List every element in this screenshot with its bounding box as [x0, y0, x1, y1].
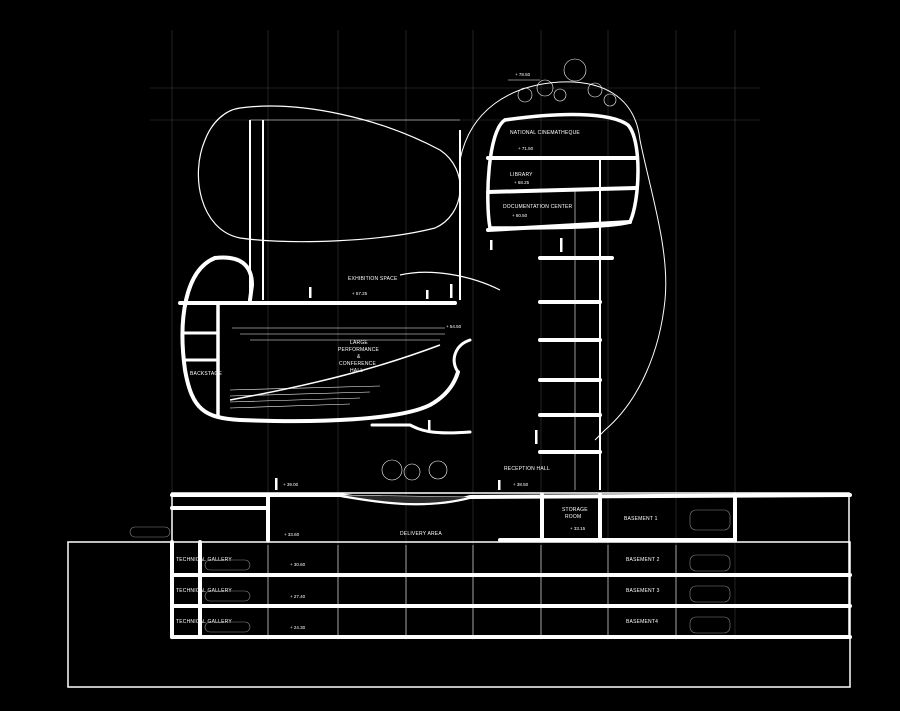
label-storage-1: STORAGE	[562, 507, 588, 513]
level-cinematheque: + 71.50	[518, 146, 534, 151]
level-b2: + 30.60	[290, 562, 306, 567]
level-exhibition: + 57.25	[352, 291, 368, 296]
level-delivery: + 33.60	[284, 532, 300, 537]
seating-tiers	[229, 327, 445, 409]
level-ground-left: + 39.00	[283, 482, 299, 487]
label-national-cinematheque: NATIONAL CINEMATHEQUE	[510, 130, 580, 136]
label-exhibition-space: EXHIBITION SPACE	[348, 276, 398, 282]
level-library: + 68.25	[514, 180, 530, 185]
label-storage-2: ROOM	[565, 514, 581, 520]
level-roof: + 78.50	[515, 72, 531, 77]
upper-cloud-volume	[197, 105, 461, 243]
structural-grid	[150, 30, 760, 640]
atrium-trees	[381, 459, 448, 481]
label-basement-1: BASEMENT 1	[624, 516, 658, 522]
human-figures	[275, 238, 563, 490]
ground-level	[170, 492, 852, 637]
roof-trees	[517, 58, 617, 107]
level-documentation: + 60.50	[512, 213, 528, 218]
label-large-hall-4: CONFERENCE	[339, 361, 376, 367]
label-large-hall-1: LARGE	[350, 340, 368, 346]
label-basement-4: BASEMENT4	[626, 619, 658, 625]
label-basement-3: BASEMENT 3	[626, 588, 660, 594]
label-documentation-center: DOCUMENTATION CENTER	[503, 204, 573, 210]
level-b4: + 24.30	[290, 625, 306, 630]
label-delivery-area: DELIVERY AREA	[400, 531, 442, 537]
label-technical-gallery-b2: TECHNICAL GALLERY	[176, 557, 232, 563]
label-library: LIBRARY	[510, 172, 533, 178]
label-backstage: BACKSTAGE	[190, 371, 222, 377]
label-large-hall-5: HALL	[350, 368, 363, 374]
label-basement-2: BASEMENT 2	[626, 557, 660, 563]
stacked-terraces	[538, 256, 614, 454]
label-technical-gallery-b4: TECHNICAL GALLERY	[176, 619, 232, 625]
basement-levels	[67, 540, 852, 688]
level-b3: + 27.40	[290, 594, 306, 599]
large-hall-pod	[213, 255, 255, 302]
exhibition-canopy	[399, 271, 501, 291]
label-reception-hall: RECEPTION HALL	[504, 466, 550, 472]
label-large-hall-2: PERFORMANCE	[338, 347, 380, 353]
mid-ramp	[370, 423, 472, 435]
level-hall: + 54.50	[446, 324, 462, 329]
parked-cars	[129, 509, 731, 634]
label-technical-gallery-b3: TECHNICAL GALLERY	[176, 588, 232, 594]
level-storage: + 33.15	[570, 526, 586, 531]
label-large-hall-3: &	[357, 354, 361, 360]
level-ground-right: + 38.50	[513, 482, 529, 487]
hillside-volume	[459, 81, 667, 441]
